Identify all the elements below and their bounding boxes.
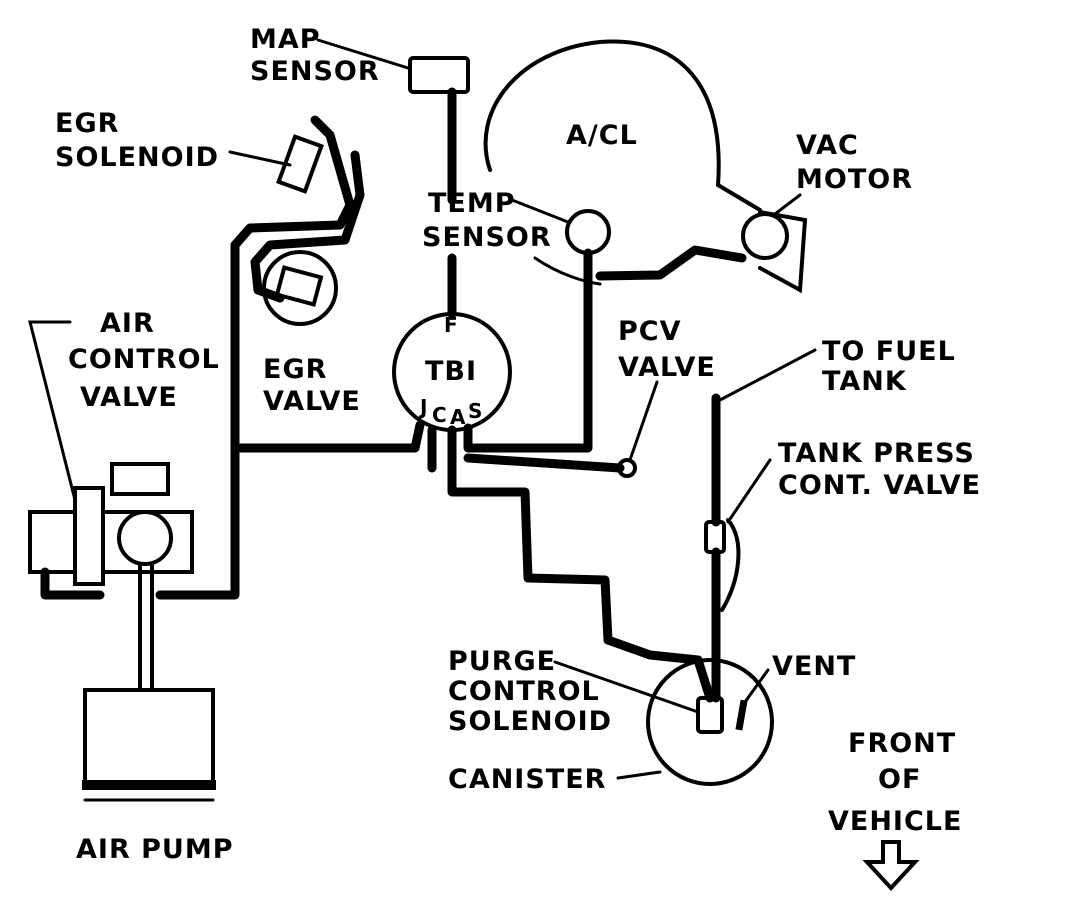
air-pump-pulley bbox=[82, 780, 216, 790]
front-of-vehicle-label-3: VEHICLE bbox=[828, 806, 962, 837]
tank-press-label-1: TANK PRESS bbox=[778, 438, 975, 469]
tbi-label: TBI bbox=[425, 356, 477, 387]
egr-valve-label-2: VALVE bbox=[263, 386, 361, 417]
vent-label: VENT bbox=[772, 651, 856, 682]
leader-vac-motor bbox=[773, 193, 802, 216]
air-pump-label: AIR PUMP bbox=[76, 834, 234, 865]
to-fuel-tank-label-1: TO FUEL bbox=[822, 336, 956, 367]
canister-label: CANISTER bbox=[448, 764, 606, 795]
hose-air-control-to-tbi bbox=[155, 443, 240, 600]
egr-valve-diaphragm bbox=[274, 265, 324, 307]
egr-valve-label-1: EGR bbox=[263, 354, 327, 385]
egr-solenoid-body bbox=[276, 134, 324, 194]
tbi-port-f-label: F bbox=[444, 313, 458, 337]
to-fuel-tank-label-2: TANK bbox=[822, 366, 907, 397]
air-control-valve-label-1: AIR bbox=[100, 308, 155, 339]
leader-air-control-valve bbox=[28, 320, 77, 502]
map-sensor-label-2: SENSOR bbox=[250, 56, 380, 87]
front-of-vehicle-label-1: FRONT bbox=[848, 728, 956, 759]
air-cleaner-outline bbox=[483, 39, 762, 212]
purge-control-label-3: SOLENOID bbox=[448, 706, 612, 737]
leader-canister bbox=[616, 770, 662, 780]
tank-press-valve-side bbox=[720, 518, 741, 612]
leader-map-sensor bbox=[316, 38, 410, 70]
tank-press-label-2: CONT. VALVE bbox=[778, 470, 981, 501]
air-pump-shaft bbox=[138, 562, 154, 692]
canister-vent-port bbox=[735, 699, 748, 731]
purge-control-label-2: CONTROL bbox=[448, 676, 600, 707]
hose-temp-sensor-down bbox=[463, 248, 593, 453]
tbi-port-c-label: C bbox=[432, 403, 447, 427]
leader-egr-solenoid bbox=[228, 150, 292, 167]
purge-control-label-1: PURGE bbox=[448, 646, 556, 677]
purge-control-solenoid-body bbox=[696, 696, 724, 734]
acl-base-line bbox=[533, 256, 602, 286]
leader-temp-sensor bbox=[510, 198, 570, 224]
map-sensor-label-1: MAP bbox=[250, 24, 321, 55]
air-control-valve-left-cap bbox=[73, 486, 105, 586]
air-control-valve-label-2: CONTROL bbox=[68, 344, 220, 375]
temp-sensor-label-2: SENSOR bbox=[422, 222, 552, 253]
tbi-port-j-label: J bbox=[418, 395, 427, 419]
air-control-valve-top bbox=[110, 462, 170, 496]
air-pump-body bbox=[83, 688, 215, 784]
hose-air-control-left bbox=[40, 567, 105, 600]
hose-tbi-to-pcv bbox=[463, 453, 625, 473]
leader-to-fuel-tank bbox=[718, 348, 817, 402]
air-control-valve-label-3: VALVE bbox=[80, 382, 178, 413]
vac-motor-circle bbox=[741, 212, 789, 260]
snorkel-outline bbox=[758, 210, 808, 294]
vac-motor-label-2: MOTOR bbox=[796, 164, 913, 195]
tbi-port-s-label: S bbox=[468, 399, 482, 423]
leader-purge-control bbox=[553, 660, 700, 714]
tank-press-valve-body bbox=[704, 520, 726, 554]
map-sensor-box bbox=[408, 56, 470, 94]
egr-solenoid-label-1: EGR bbox=[55, 108, 119, 139]
front-of-vehicle-label-2: OF bbox=[878, 764, 921, 795]
egr-solenoid-label-2: SOLENOID bbox=[55, 142, 219, 173]
vac-motor-label-1: VAC bbox=[796, 130, 859, 161]
leader-tank-press bbox=[726, 458, 772, 524]
front-arrow-icon bbox=[862, 840, 920, 891]
leader-vent bbox=[743, 668, 770, 704]
air-control-valve-center bbox=[117, 510, 173, 566]
pcv-valve-label-2: VALVE bbox=[618, 352, 716, 383]
acl-label: A/CL bbox=[566, 120, 638, 151]
hose-temp-to-vac bbox=[595, 245, 747, 281]
leader-pcv-valve bbox=[628, 380, 659, 462]
pcv-valve-label-1: PCV bbox=[618, 316, 682, 347]
temp-sensor-label-1: TEMP bbox=[428, 188, 516, 219]
hose-egr-solenoid-b bbox=[250, 150, 365, 303]
temp-sensor-circle bbox=[565, 209, 611, 255]
tbi-port-a-label: A bbox=[450, 405, 466, 429]
hose-egr-solenoid-a bbox=[230, 115, 425, 453]
hose-tbi-to-canister bbox=[447, 425, 715, 703]
